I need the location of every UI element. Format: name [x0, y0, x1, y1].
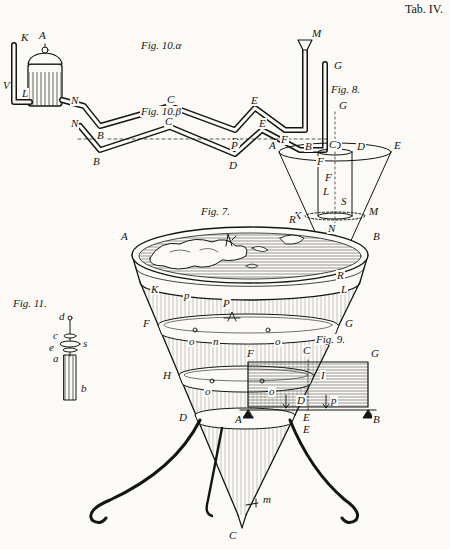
letter-label: K — [20, 32, 29, 43]
letter-label: C — [302, 345, 311, 356]
letter-label: E — [258, 118, 267, 129]
letter-label: B — [372, 414, 381, 425]
letter-label: G — [333, 60, 343, 71]
letter-label: R — [288, 214, 297, 225]
letter-label: V — [2, 80, 11, 91]
letter-label: E — [302, 424, 311, 435]
letter-label: E — [302, 412, 311, 423]
letter-label: o — [268, 386, 276, 397]
letter-label: I — [320, 370, 326, 381]
figure-title: Fig. 11. — [12, 298, 48, 309]
letter-label: E — [250, 95, 259, 106]
letter-label: B — [96, 130, 105, 141]
figure-title: Fig. 9. — [315, 334, 346, 345]
letter-label: c — [52, 330, 59, 341]
figure-title: Fig. 8. — [330, 84, 361, 95]
letter-label: K — [150, 284, 159, 295]
plate-number: Tab. IV. — [404, 4, 444, 15]
figure-title: Fig. 7. — [200, 206, 231, 217]
letter-label: C — [164, 116, 173, 127]
letter-label: F — [324, 172, 333, 183]
letter-label: A — [268, 140, 277, 151]
letter-label: L — [322, 186, 330, 197]
letter-label: P — [222, 298, 231, 309]
letter-label: P — [230, 140, 239, 151]
letter-label: E — [393, 140, 402, 151]
letter-label: H — [162, 370, 172, 381]
letter-label: m — [262, 494, 272, 505]
letter-label: L — [340, 284, 348, 295]
letter-label: C — [228, 530, 237, 541]
letter-label: N — [70, 118, 79, 129]
letter-label: p — [330, 395, 338, 406]
letter-label: F — [142, 318, 151, 329]
letter-label: s — [82, 338, 88, 349]
letter-label: M — [311, 28, 322, 39]
letter-label: d — [58, 311, 66, 322]
letter-label: b — [80, 383, 88, 394]
letter-label: p — [183, 290, 191, 301]
letter-label: A — [38, 30, 47, 41]
letter-label: B — [304, 141, 313, 152]
figure-title: Fig. 10.α — [140, 40, 182, 51]
letter-label: e — [48, 342, 55, 353]
letter-label: D — [356, 141, 366, 152]
letter-label: o — [274, 336, 282, 347]
letter-label: B — [372, 231, 381, 242]
letter-label: M — [368, 206, 379, 217]
letter-label: F — [316, 156, 325, 167]
letter-label: o — [204, 386, 212, 397]
letter-label: a — [52, 353, 60, 364]
letter-label: F — [246, 348, 255, 359]
letter-label: S — [340, 196, 348, 207]
letter-label: R — [336, 270, 345, 281]
letter-label: C — [328, 139, 337, 150]
letter-label: D — [296, 395, 306, 406]
letter-label: G — [338, 100, 348, 111]
letter-label: o — [188, 336, 196, 347]
letter-label: C — [166, 94, 175, 105]
letter-label: D — [228, 160, 238, 171]
letter-label: n — [212, 336, 220, 347]
letter-label: A — [234, 414, 243, 425]
letter-label: G — [370, 348, 380, 359]
letter-label: F — [280, 134, 289, 145]
letter-label: N — [327, 223, 336, 234]
letter-label: B — [92, 156, 101, 167]
letter-label: N — [70, 95, 79, 106]
letter-label: L — [21, 88, 29, 99]
letter-label: A — [120, 231, 129, 242]
figure-title: Fig. 10.β — [140, 106, 182, 117]
letter-label: G — [344, 318, 354, 329]
letter-label: D — [178, 412, 188, 423]
